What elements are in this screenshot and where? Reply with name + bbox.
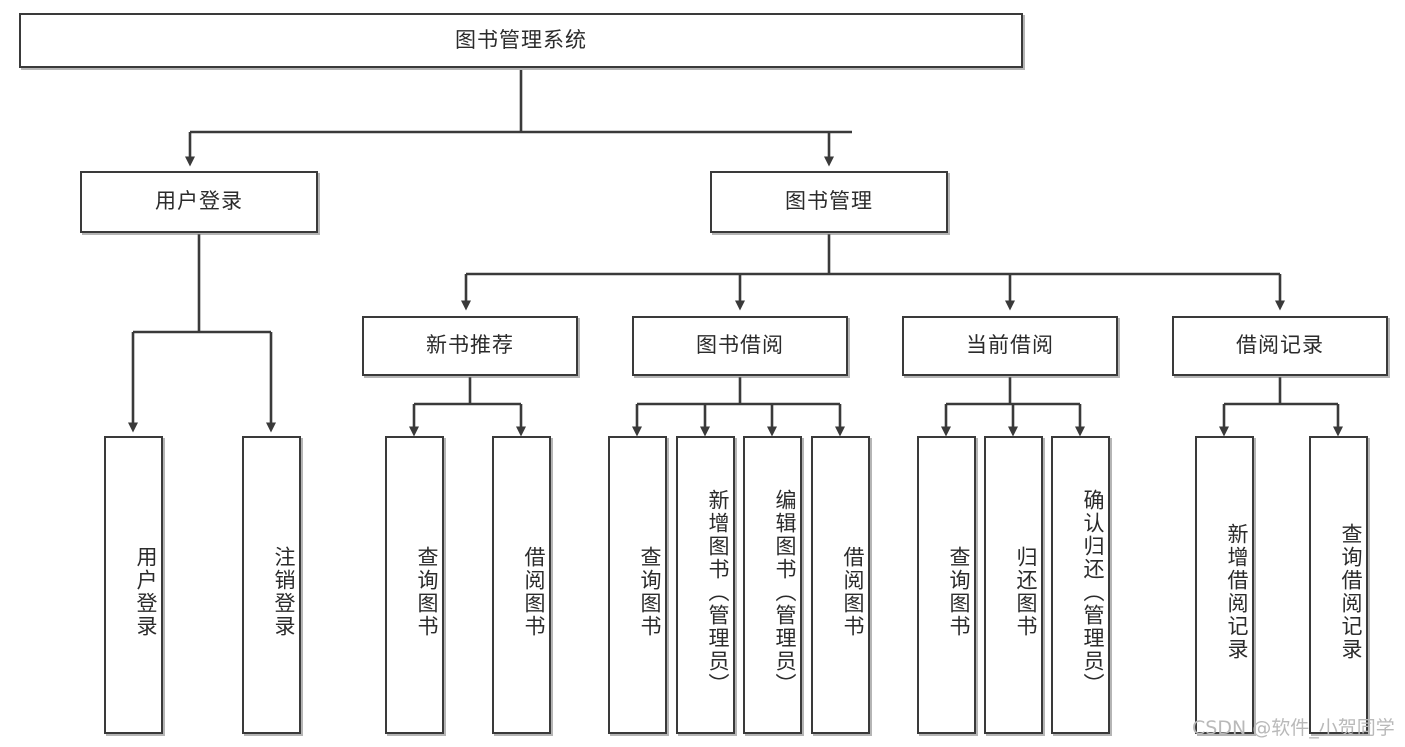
leaf-return-book[interactable]: 归还图书 <box>984 436 1043 734</box>
leaf-query-book-recommend[interactable]: 查询图书 <box>385 436 444 734</box>
leaf-add-borrow-record[interactable]: 新增借阅记录 <box>1195 436 1254 734</box>
leaf-query-book-borrow[interactable]: 查询图书 <box>608 436 667 734</box>
leaf-logout[interactable]: 注销登录 <box>242 436 301 734</box>
node-book-management[interactable]: 图书管理 <box>710 171 948 233</box>
node-root[interactable]: 图书管理系统 <box>19 13 1023 68</box>
leaf-user-login[interactable]: 用户登录 <box>104 436 163 734</box>
leaf-edit-book-admin[interactable]: 编辑图书（管理员） <box>743 436 802 734</box>
leaf-query-book-current[interactable]: 查询图书 <box>917 436 976 734</box>
node-borrow-record[interactable]: 借阅记录 <box>1172 316 1388 376</box>
node-new-book-recommend[interactable]: 新书推荐 <box>362 316 578 376</box>
leaf-add-book-admin[interactable]: 新增图书（管理员） <box>676 436 735 734</box>
csdn-watermark: CSDN @软件_小贺同学 <box>1192 717 1395 739</box>
node-current-borrow[interactable]: 当前借阅 <box>902 316 1118 376</box>
leaf-borrow-book[interactable]: 借阅图书 <box>811 436 870 734</box>
leaf-confirm-return-admin[interactable]: 确认归还（管理员） <box>1051 436 1110 734</box>
node-book-borrow[interactable]: 图书借阅 <box>632 316 848 376</box>
leaf-query-borrow-record[interactable]: 查询借阅记录 <box>1309 436 1368 734</box>
node-user-login[interactable]: 用户登录 <box>80 171 318 233</box>
leaf-borrow-book-recommend[interactable]: 借阅图书 <box>492 436 551 734</box>
